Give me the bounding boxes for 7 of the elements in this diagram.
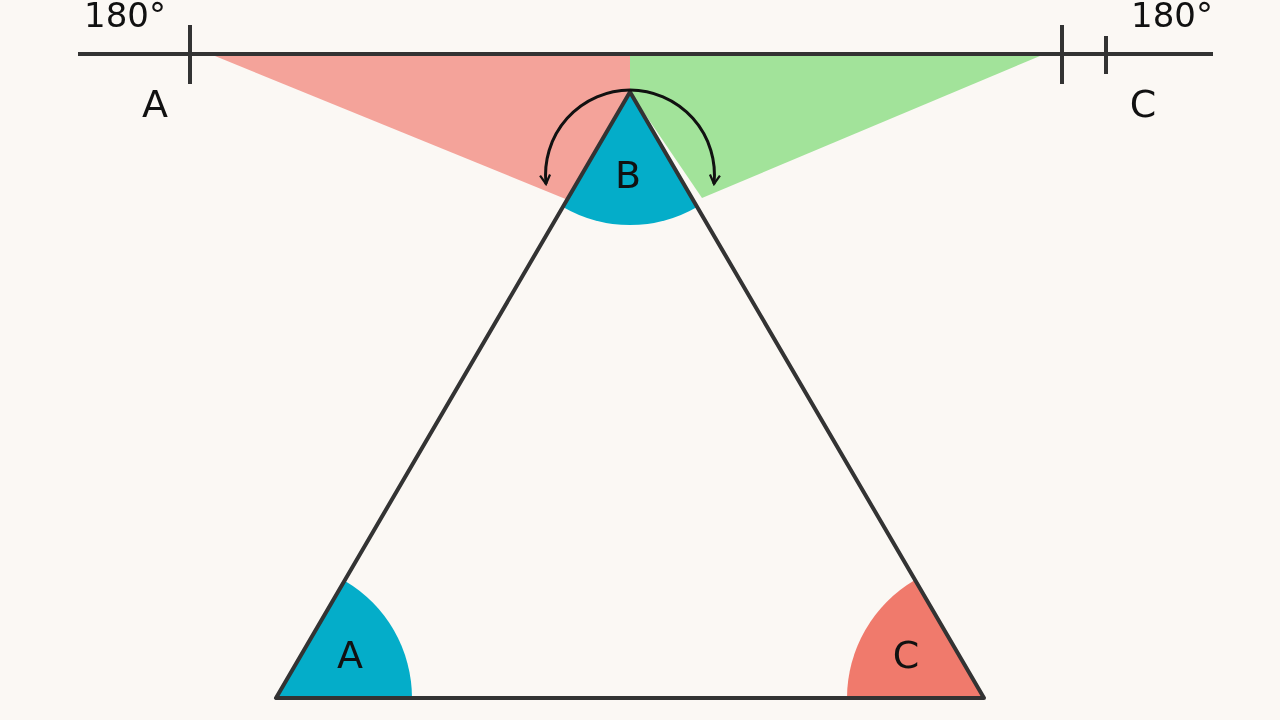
angle-label: C bbox=[892, 636, 920, 674]
angle-label: 180° bbox=[84, 0, 166, 32]
angle-label: A bbox=[337, 636, 363, 674]
point-label: A bbox=[142, 85, 168, 123]
point-label: C bbox=[1129, 85, 1157, 123]
angle-label: 180° bbox=[1131, 0, 1213, 32]
angle-label: B bbox=[614, 156, 642, 194]
